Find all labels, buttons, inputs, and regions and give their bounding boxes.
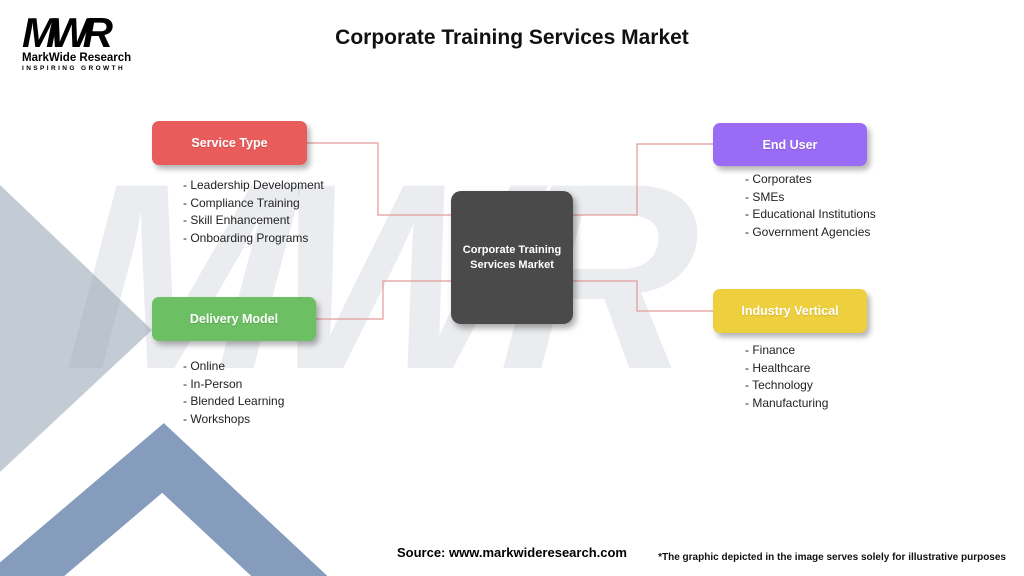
segment-list-delivery-model: - Online - In-Person - Blended Learning … — [183, 358, 284, 428]
center-node: Corporate Training Services Market — [451, 191, 573, 324]
segment-header-delivery-model: Delivery Model — [152, 297, 316, 341]
gray-triangle-decoration — [0, 185, 152, 472]
segment-header-service-type: Service Type — [152, 121, 307, 165]
list-item: - Corporates — [745, 172, 812, 186]
logo-mwr-letters: MWR — [22, 9, 113, 56]
segment-label-end-user: End User — [762, 137, 818, 152]
list-item: - Blended Learning — [183, 394, 285, 408]
list-item: - Skill Enhancement — [183, 213, 290, 227]
page-title: Corporate Training Services Market — [335, 26, 689, 49]
segment-header-industry-vertical: Industry Vertical — [713, 289, 867, 333]
list-item: - Leadership Development — [183, 178, 324, 192]
list-item: - SMEs — [745, 189, 785, 204]
segment-label-delivery-model: Delivery Model — [189, 312, 279, 326]
disclaimer-text: *The graphic depicted in the image serve… — [658, 552, 1006, 563]
list-item: - Compliance Training — [183, 195, 300, 210]
segment-label-service-type: Service Type — [191, 136, 268, 150]
list-item: - Technology — [745, 378, 813, 392]
connector-delivery-model — [316, 280, 451, 320]
logo-company-name: MarkWide Research — [22, 52, 132, 64]
source-text: Source: www.markwideresearch.com — [396, 545, 627, 560]
blue-chevron-decoration — [0, 423, 328, 576]
list-item: - Onboarding Programs — [183, 230, 309, 245]
list-item: - Healthcare — [745, 360, 811, 375]
markwide-research-logo: MWR MarkWide Research Inspiring Growth — [22, 9, 132, 73]
logo-tagline: Inspiring Growth — [22, 65, 126, 72]
segment-header-end-user: End User — [713, 123, 867, 166]
list-item: - Manufacturing — [745, 395, 829, 410]
segment-list-end-user: - Corporates - SMEs - Educational Instit… — [745, 171, 876, 241]
center-node-line1: Corporate Training — [462, 244, 562, 257]
list-item: - Government Agencies — [745, 224, 871, 239]
connector-end-user — [573, 143, 713, 216]
list-item: - Online — [183, 359, 226, 373]
list-item: - In-Person — [183, 376, 243, 391]
segment-list-service-type: - Leadership Development - Compliance Tr… — [183, 177, 324, 247]
connector-service-type — [307, 142, 451, 216]
list-item: - Workshops — [183, 411, 251, 426]
connector-industry-vertical — [573, 280, 713, 312]
list-item: - Educational Institutions — [745, 207, 876, 221]
list-item: - Finance — [745, 343, 796, 357]
center-node-line2: Services Market — [470, 258, 554, 271]
segment-list-industry-vertical: - Finance - Healthcare - Technology - Ma… — [745, 342, 828, 412]
segment-label-industry-vertical: Industry Vertical — [741, 304, 839, 318]
